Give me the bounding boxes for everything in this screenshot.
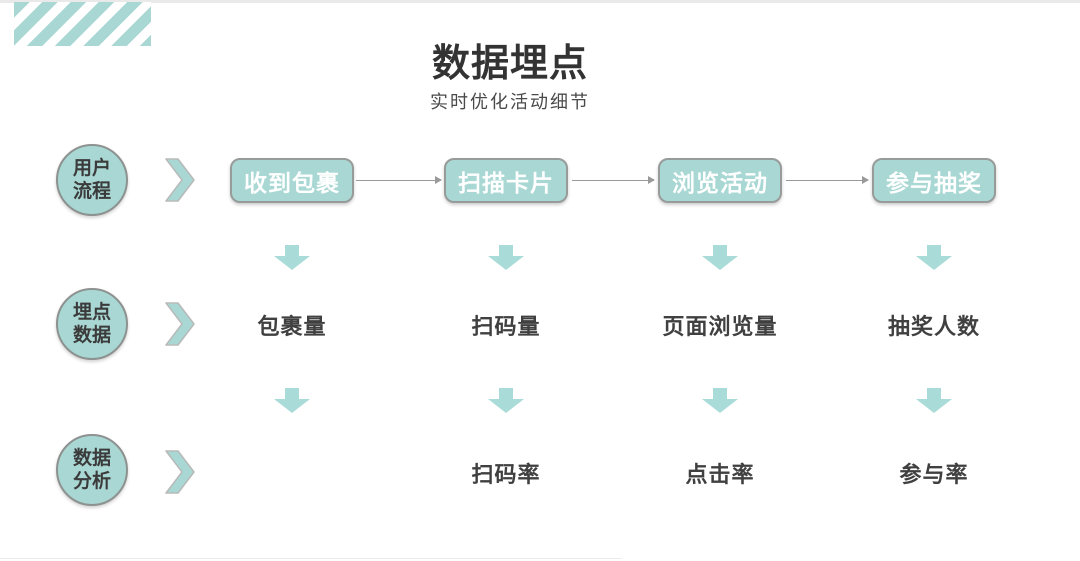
page-title: 数据埋点 — [431, 43, 588, 85]
flow-step-receive-package: 收到包裹 — [230, 158, 354, 203]
metric-label-page-views: 页面浏览量 — [662, 314, 778, 339]
lane-badge-user-flow: 用户 流程 — [56, 144, 128, 216]
top-border — [0, 0, 1080, 3]
arrow-down-icon — [702, 245, 738, 270]
metric-label-package-volume: 包裹量 — [257, 314, 327, 339]
arrow-down-icon — [916, 245, 952, 270]
chevron-right-icon — [165, 302, 195, 346]
lane-label-line: 数据 — [72, 447, 111, 469]
analysis-label-scan-rate: 扫码率 — [471, 462, 541, 487]
lane-label-line: 埋点 — [72, 301, 111, 323]
arrow-down-icon — [274, 388, 310, 413]
page-subtitle: 实时优化活动细节 — [430, 92, 590, 112]
flow-step-join-lottery: 参与抽奖 — [872, 158, 996, 203]
flow-connector-arrow — [572, 176, 655, 184]
arrow-down-icon — [274, 245, 310, 270]
chevron-right-icon — [165, 450, 195, 494]
metric-label-lottery-participants: 抽奖人数 — [887, 314, 980, 339]
chevron-right-icon — [165, 158, 195, 202]
analysis-label-click-rate: 点击率 — [685, 462, 755, 487]
lane-label-line: 数据 — [72, 325, 111, 346]
page-edge — [0, 558, 622, 559]
flow-step-scan-card: 扫描卡片 — [444, 158, 568, 203]
analysis-label-participation-rate: 参与率 — [899, 462, 969, 487]
lane-badge-tracking-data: 埋点 数据 — [56, 288, 128, 360]
arrow-down-icon — [702, 388, 738, 413]
metric-label-scan-volume: 扫码量 — [471, 314, 541, 339]
diagonal-stripes-decoration — [14, 2, 151, 46]
lane-badge-data-analysis: 数据 分析 — [56, 434, 128, 506]
flow-connector-arrow — [786, 176, 869, 184]
lane-label-line: 分析 — [72, 471, 111, 492]
lane-label-line: 用户 — [72, 157, 111, 179]
arrow-down-icon — [916, 388, 952, 413]
arrow-down-icon — [488, 388, 524, 413]
flow-connector-arrow — [356, 176, 442, 184]
arrow-down-icon — [488, 245, 524, 270]
flow-step-browse-activity: 浏览活动 — [658, 158, 782, 203]
lane-label-line: 流程 — [72, 181, 111, 202]
